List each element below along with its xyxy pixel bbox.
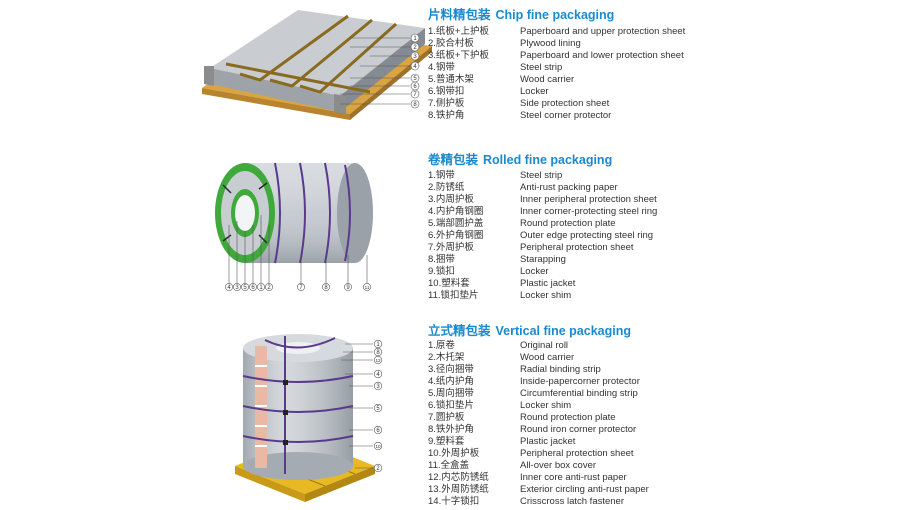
callout-marker-label: 2 [267,285,271,291]
callout-marker [344,283,352,291]
callout-marker-label: 1 [376,342,380,348]
callout-marker [257,283,265,291]
callout-marker [410,89,420,99]
callout-marker [241,283,249,291]
callout-marker [373,339,383,349]
callout-marker-label: 6 [251,285,255,291]
callout-marker [410,42,420,52]
callout-marker [225,283,233,291]
callout-marker-label: 5 [376,406,380,412]
callout-marker [373,355,383,365]
callout-marker-label: 1 [259,285,263,291]
callout-marker [265,283,273,291]
callout-marker [410,51,420,61]
callout-marker-label: 2 [413,45,417,51]
callout-marker [373,381,383,391]
callout-marker [233,283,241,291]
callout-marker-label: 9 [346,285,350,291]
callout-marker [373,441,383,451]
callout-marker-label: 12 [375,358,381,363]
callout-marker [373,347,383,357]
callout-marker-label: 3 [376,384,380,390]
callout-marker [249,283,257,291]
callout-marker-label: 5 [413,76,417,82]
callout-marker-label: 1 [413,36,417,42]
callout-marker-label: 8 [376,350,380,356]
callout-marker-label: 6 [376,428,380,434]
callout-marker-label: 3 [413,54,417,60]
callout-marker-label: 7 [413,92,417,98]
callout-marker-label: 8 [413,102,417,108]
callout-marker-label: 4 [227,285,231,291]
callout-marker-label: 8 [324,285,328,291]
vertical-illustration: 1 8 12 4 3 5 6 10 2 [235,334,383,502]
callout-marker-label: 7 [299,285,303,291]
callout-marker [410,99,420,109]
callout-marker [373,369,383,379]
callout-marker [410,61,420,71]
callout-marker [373,403,383,413]
callout-marker [373,425,383,435]
callout-marker-label: 5 [243,285,247,291]
callout-marker-label: 2 [376,466,380,472]
callout-marker-label: 4 [376,372,380,378]
callout-marker [410,33,420,43]
callout-marker [297,283,305,291]
chip-illustration: 1 2 3 4 5 6 7 8 [202,10,432,120]
callout-marker-label: 10 [375,444,381,449]
callout-marker [363,283,371,291]
callout-marker [373,463,383,473]
callout-marker-label: 11 [365,285,370,290]
callout-marker-label: 6 [413,84,417,90]
callout-marker [322,283,330,291]
callout-marker-label: 3 [235,285,239,291]
callout-marker-label: 4 [413,64,417,70]
